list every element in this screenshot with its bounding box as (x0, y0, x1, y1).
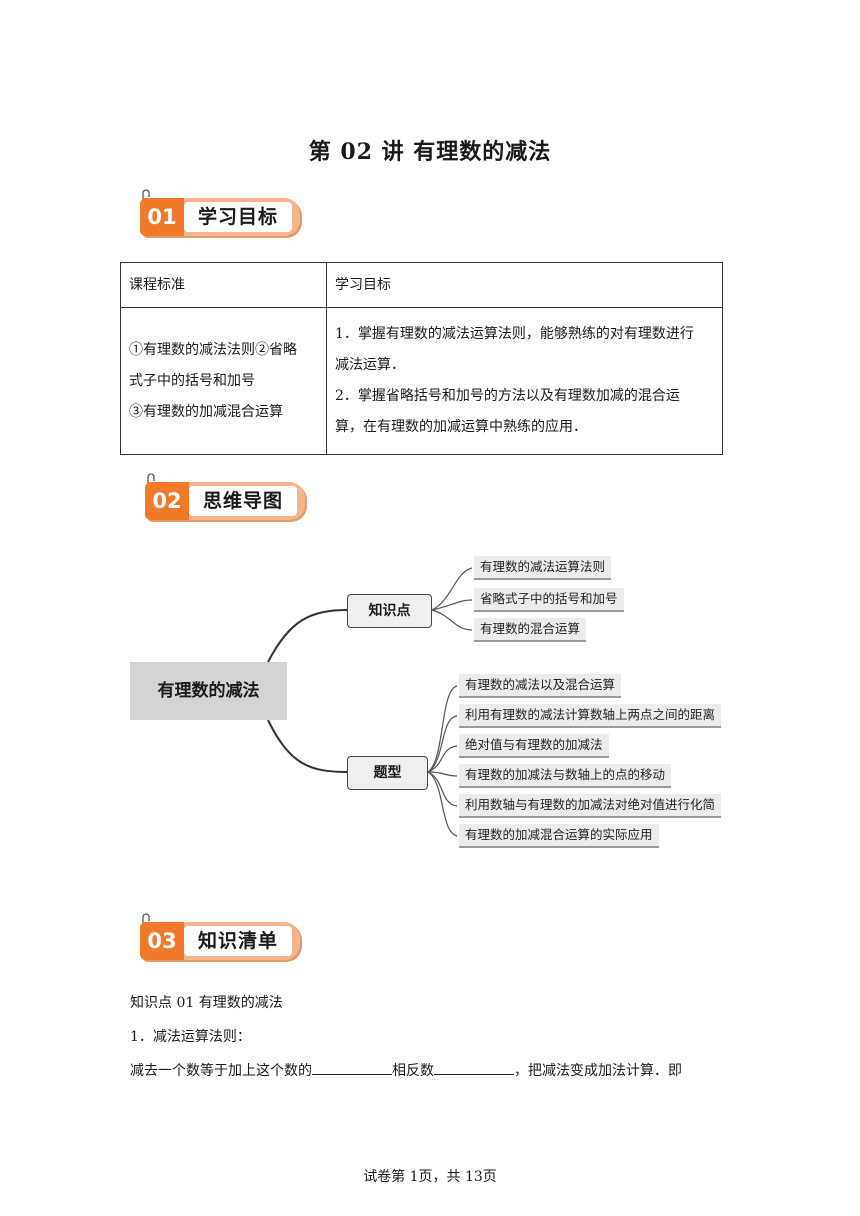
connector (267, 609, 349, 663)
badge-label: 知识清单 (184, 926, 292, 956)
mindmap-leaf: 有理数的减法以及混合运算 (459, 674, 622, 698)
standard-cell: ①有理数的减法法则②省略 式子中的括号和加号 ③有理数的加减混合运算 (120, 307, 327, 455)
mindmap-leaf: 省略式子中的括号和加号 (474, 588, 624, 612)
rule-heading: 1．减法运算法则： (130, 1029, 251, 1045)
paperclip-icon (147, 473, 155, 489)
page-title: 第 02 讲 有理数的减法 (308, 139, 552, 165)
paperclip-icon (142, 913, 150, 929)
section-badge-03: 03 知识清单 (132, 912, 304, 962)
objectives-table: 课程标准 学习目标 ①有理数的减法法则②省略 式子中的括号和加号 ③有理数的加减… (120, 262, 723, 455)
branch-question-types: 题型 (347, 756, 428, 790)
header-standard: 课程标准 (120, 262, 327, 308)
goal-line: 算，在有理数的加减运算中熟练的应用． (335, 419, 587, 435)
fill-blank (312, 1060, 392, 1075)
section-badge-02: 02 思维导图 (137, 472, 309, 522)
mindmap-leaf: 利用数轴与有理数的加减法对绝对值进行化简 (459, 794, 722, 818)
badge-number: 02 (145, 482, 189, 520)
fill-blank (434, 1060, 514, 1075)
paperclip-icon (142, 189, 150, 205)
mindmap-root: 有理数的减法 (130, 662, 287, 720)
blank-answer: 相反数 (392, 1063, 434, 1079)
goal-line: 2．掌握省略括号和加号的方法以及有理数加减的混合运 (335, 388, 680, 404)
standard-line: 式子中的括号和加号 (129, 372, 255, 389)
goal-line: 1．掌握有理数的减法运算法则，能够熟练的对有理数进行 (335, 326, 694, 342)
standard-line: ③有理数的加减混合运算 (129, 403, 283, 420)
badge-label: 思维导图 (189, 486, 297, 516)
rule-text-after: ，把减法变成加法计算．即 (514, 1063, 682, 1079)
badge-label: 学习目标 (184, 202, 292, 232)
mindmap-leaf: 有理数的加减混合运算的实际应用 (459, 824, 659, 848)
standard-line: ①有理数的减法法则②省略 (129, 341, 297, 358)
goal-cell: 1．掌握有理数的减法运算法则，能够熟练的对有理数进行 减法运算． 2．掌握省略括… (326, 307, 723, 455)
knowledge-point-title: 知识点 01 有理数的减法 (130, 995, 283, 1011)
page-footer: 试卷第 1页，共 13页 (363, 1169, 497, 1185)
rule-sentence: 减去一个数等于加上这个数的 相反数 ，把减法变成加法计算．即 (130, 1060, 730, 1080)
section-badge-01: 01 学习目标 (132, 188, 304, 238)
mindmap-leaf: 有理数的加减法与数轴上的点的移动 (459, 764, 672, 788)
badge-number: 01 (140, 198, 184, 236)
rule-text-before: 减去一个数等于加上这个数的 (130, 1063, 312, 1079)
goal-line: 减法运算． (335, 357, 405, 373)
mindmap-leaf: 利用有理数的减法计算数轴上两点之间的距离 (459, 704, 722, 728)
connector (267, 719, 349, 773)
badge-number: 03 (140, 922, 184, 960)
mindmap-leaf: 有理数的混合运算 (474, 618, 587, 642)
mindmap-leaf: 绝对值与有理数的加减法 (459, 734, 609, 758)
table-row: ①有理数的减法法则②省略 式子中的括号和加号 ③有理数的加减混合运算 1．掌握有… (120, 307, 723, 455)
mindmap-leaf: 有理数的减法运算法则 (474, 556, 612, 580)
branch-knowledge: 知识点 (347, 594, 432, 628)
